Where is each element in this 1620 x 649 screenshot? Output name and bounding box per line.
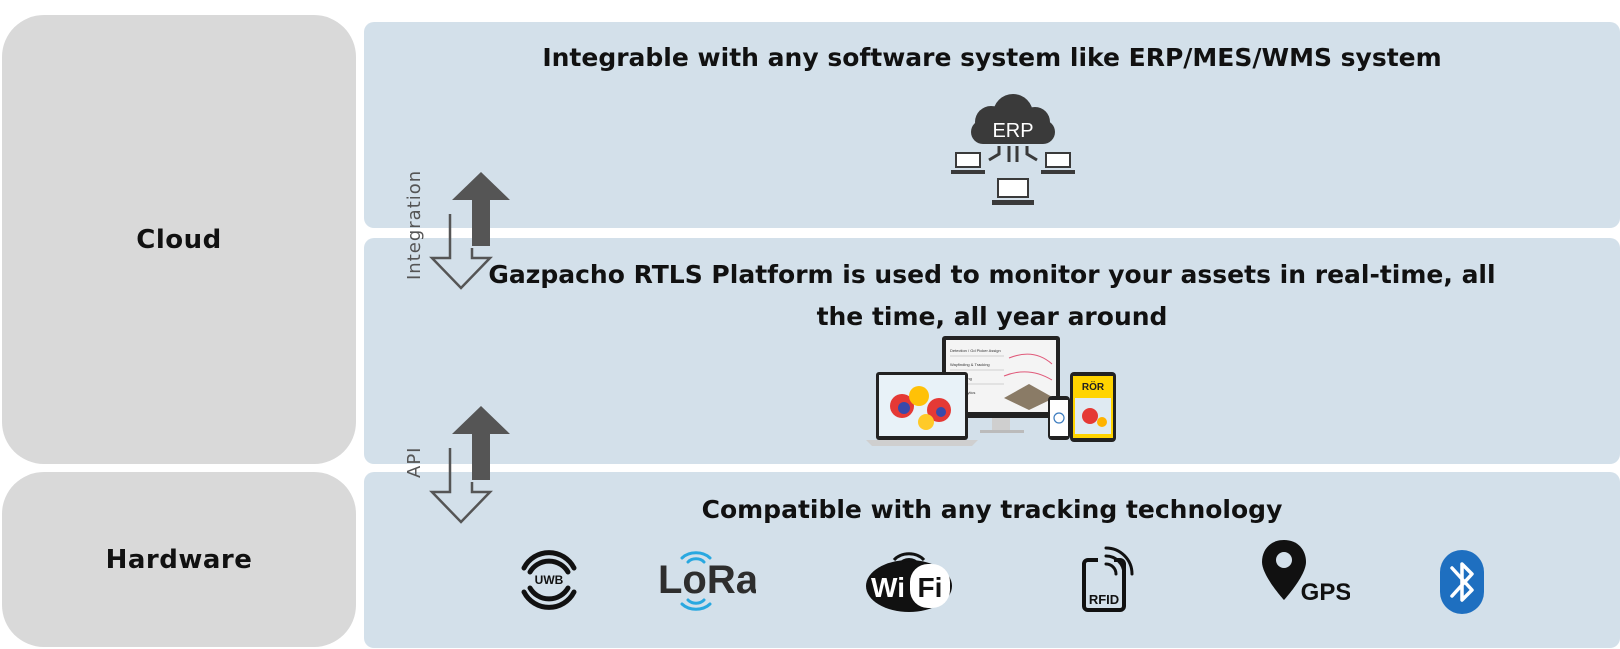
- tablet-brand: RÖR: [1082, 380, 1105, 393]
- erp-text: ERP: [992, 120, 1033, 142]
- arrow-down-outline-icon: [429, 448, 493, 524]
- monitor-row-1: Detection / Gd Picker Assign: [950, 348, 1001, 353]
- uwb-icon: UWB: [521, 550, 577, 610]
- integration-title: Integrable with any software system like…: [542, 43, 1442, 72]
- api-arrows: [429, 406, 510, 524]
- arrow-down-outline-icon: [429, 214, 493, 290]
- lora-text: LoRa: [660, 558, 756, 602]
- wifi-icon: Wi Fi: [866, 552, 952, 612]
- integration-arrows: [429, 172, 510, 290]
- rfid-icon: RFID: [1082, 546, 1134, 612]
- api-label: API: [404, 446, 425, 478]
- arrow-up-icon: [452, 172, 510, 246]
- wifi-fi-text: Fi: [918, 572, 943, 603]
- bluetooth-icon: [1440, 550, 1484, 614]
- devices-illustration: Detection / Gd Picker Assign Wayfinding …: [866, 336, 1116, 446]
- monitor-row-2: Wayfinding & Tracking: [950, 362, 990, 367]
- hardware-panel: Compatible with any tracking technology …: [364, 472, 1620, 648]
- hardware-layer: Hardware: [2, 472, 356, 647]
- gps-text: GPS: [1301, 579, 1350, 606]
- cloud-label: Cloud: [136, 224, 222, 255]
- lora-icon: LoRa: [660, 551, 756, 611]
- platform-title: Gazpacho RTLS Platform is used to monito…: [488, 260, 1496, 331]
- integration-panel: Integrable with any software system like…: [364, 22, 1620, 228]
- rfid-text: RFID: [1089, 592, 1119, 607]
- platform-panel: Gazpacho RTLS Platform is used to monito…: [364, 238, 1620, 464]
- wifi-wi-text: Wi: [871, 572, 905, 603]
- cloud-erp-icon: ERP: [951, 94, 1075, 205]
- arrow-up-icon: [452, 406, 510, 480]
- hardware-label: Hardware: [105, 544, 253, 575]
- hardware-title: Compatible with any tracking technology: [701, 495, 1283, 524]
- uwb-text: UWB: [535, 573, 564, 587]
- integration-label: Integration: [404, 169, 425, 280]
- gps-pin-icon: GPS: [1262, 540, 1350, 606]
- cloud-layer: Cloud: [2, 15, 356, 464]
